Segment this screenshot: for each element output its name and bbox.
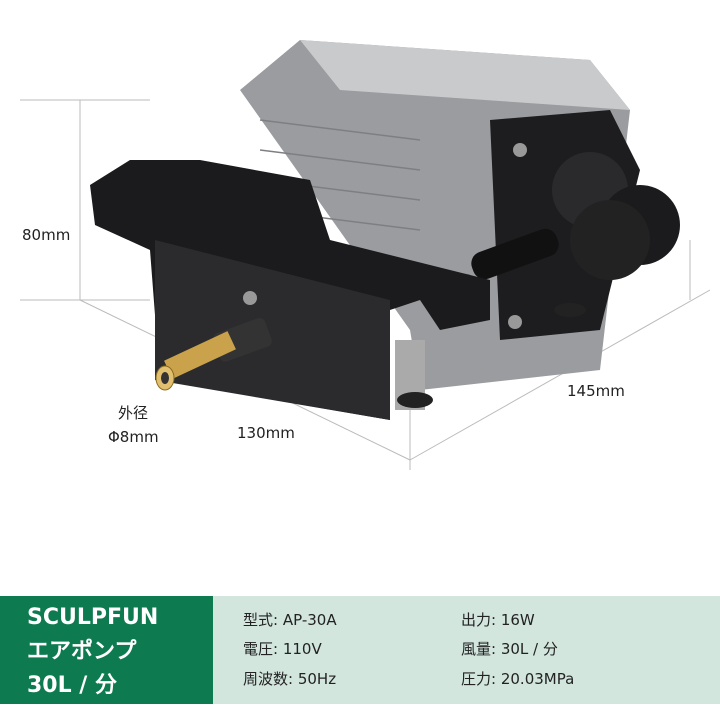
spec-label: 型式: (243, 611, 279, 629)
product-image: 80mm 145mm 130mm 外径 Φ8mm (20, 40, 711, 470)
product-name: エアポンプ (27, 639, 137, 664)
spec-item: 圧力: 20.03MPa (461, 668, 574, 689)
spec-item: 電圧: 110V (243, 638, 322, 659)
outer-diameter-label: 外径 (118, 404, 149, 422)
spec-value: 30L / 分 (500, 640, 558, 658)
spec-value: 110V (282, 640, 322, 658)
brass-hose-fitting (155, 331, 236, 391)
spec-item: 型式: AP-30A (243, 609, 337, 630)
spec-label: 風量: (461, 640, 497, 658)
spec-item: 周波数: 50Hz (243, 668, 336, 689)
spec-label: 電圧: (243, 640, 279, 658)
spec-value: AP-30A (282, 611, 337, 629)
spec-value: 20.03MPa (500, 670, 575, 688)
brand-name: SCULPFUN (27, 605, 159, 630)
outer-diameter-value: Φ8mm (108, 428, 159, 446)
depth-dimension: 145mm (567, 382, 625, 400)
spec-label: 出力: (461, 611, 497, 629)
spec-item: 出力: 16W (461, 609, 535, 630)
pump-body (90, 40, 680, 420)
spec-value: 16W (500, 611, 535, 629)
height-dimension: 80mm (22, 226, 71, 244)
spec-value: 50Hz (297, 670, 337, 688)
flow-rate: 30L / 分 (27, 673, 117, 698)
air-pump-illustration (20, 40, 711, 470)
brand-panel: SCULPFUN エアポンプ 30L / 分 (0, 596, 213, 704)
width-dimension: 130mm (237, 424, 295, 442)
spec-label: 周波数: (243, 670, 294, 688)
spec-item: 風量: 30L / 分 (461, 638, 558, 659)
spec-panel: 型式: AP-30A 電圧: 110V 周波数: 50Hz 出力: 16W 風量… (213, 596, 720, 704)
spec-label: 圧力: (461, 670, 497, 688)
